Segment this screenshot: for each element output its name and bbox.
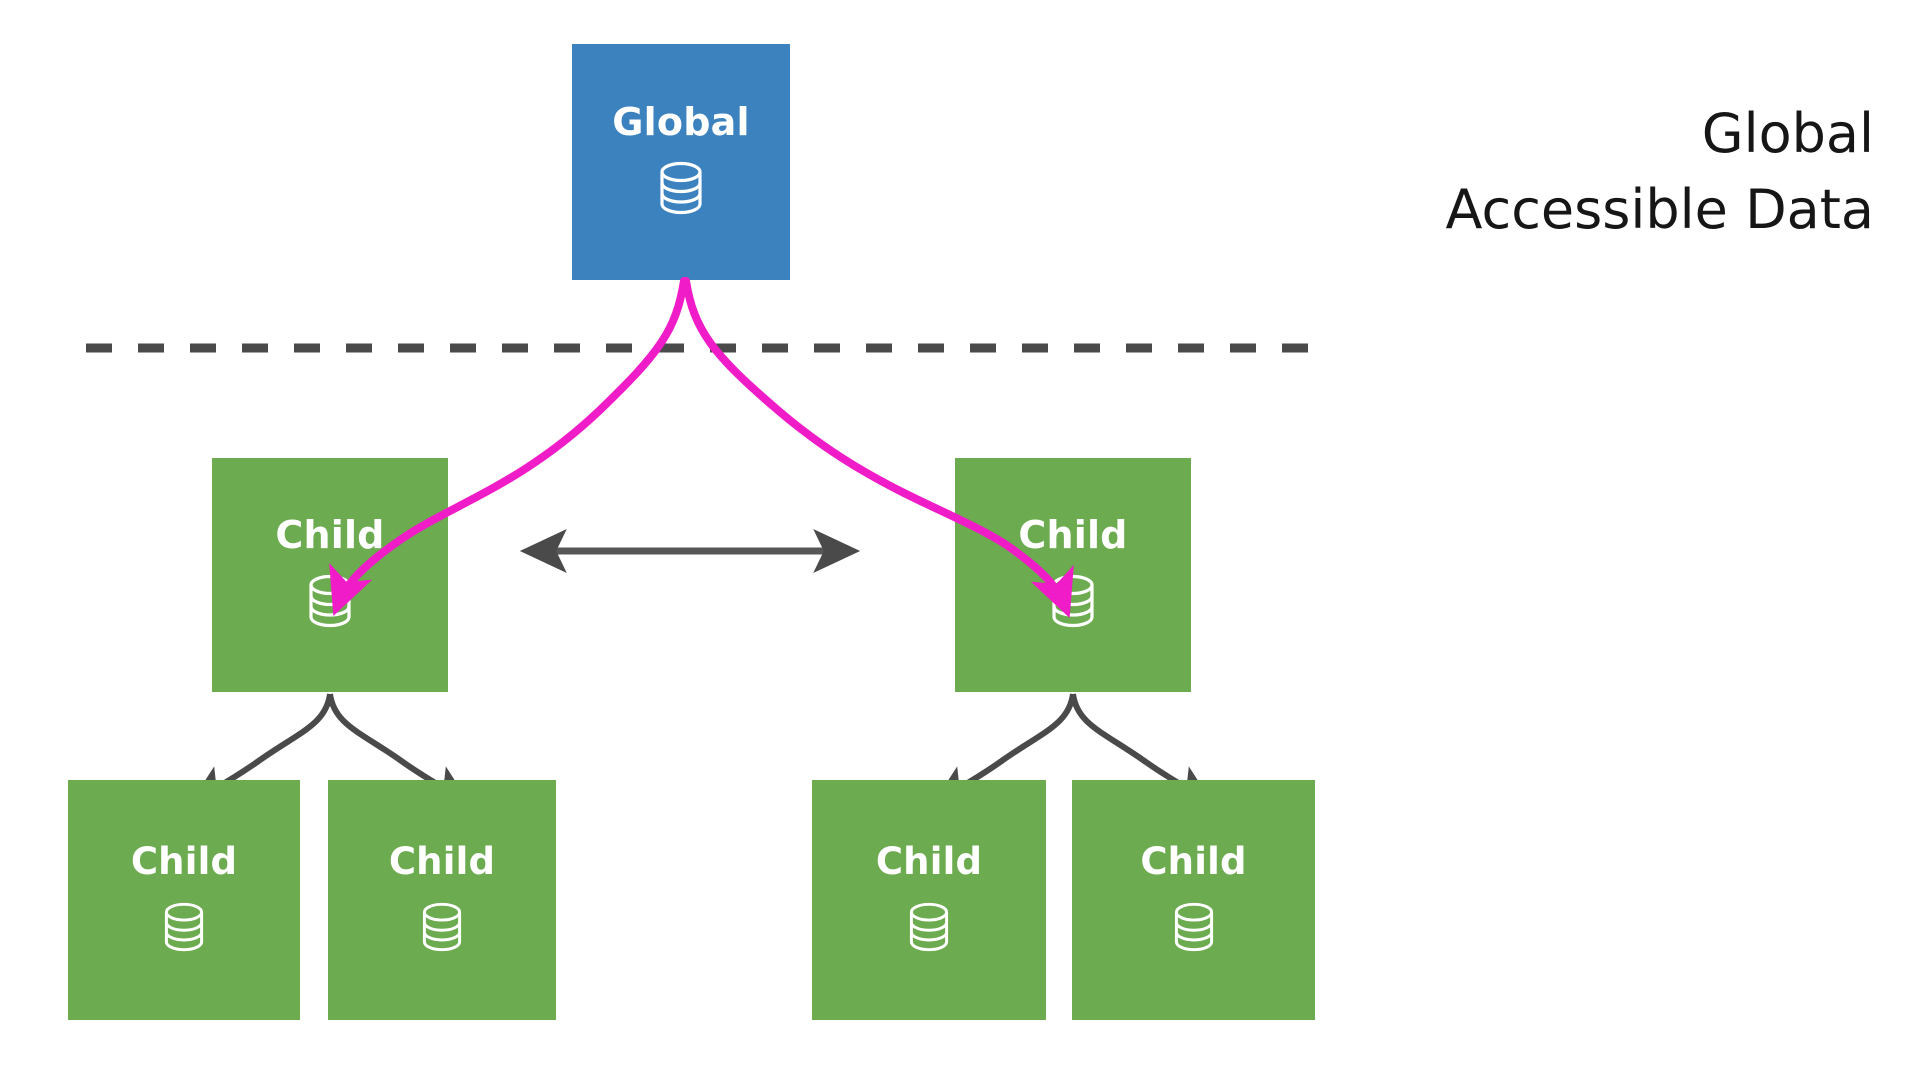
node-child-mid-left[interactable]: Child [212, 458, 448, 692]
node-child-leaf-1[interactable]: Child [68, 780, 300, 1020]
node-child-leaf-2[interactable]: Child [328, 780, 556, 1020]
node-child-leaf-3[interactable]: Child [812, 780, 1046, 1020]
node-child-leaf-3-label: Child [875, 839, 983, 883]
database-icon [1169, 900, 1219, 958]
node-global-label: Global [612, 100, 750, 144]
node-child-leaf-1-label: Child [130, 839, 238, 883]
node-global[interactable]: Global [572, 44, 790, 280]
database-icon [303, 572, 357, 634]
database-icon [904, 900, 954, 958]
node-child-mid-left-label: Child [275, 513, 385, 557]
node-child-leaf-4[interactable]: Child [1072, 780, 1315, 1020]
node-child-mid-right-label: Child [1018, 513, 1128, 557]
node-child-mid-right[interactable]: Child [955, 458, 1191, 692]
caption-global-accessible-data: Global Accessible Data [1445, 102, 1874, 241]
node-child-leaf-2-label: Child [388, 839, 496, 883]
database-icon [1046, 572, 1100, 634]
node-child-leaf-4-label: Child [1140, 839, 1247, 883]
database-icon [417, 900, 467, 958]
database-icon [159, 900, 209, 958]
database-icon [654, 159, 708, 221]
